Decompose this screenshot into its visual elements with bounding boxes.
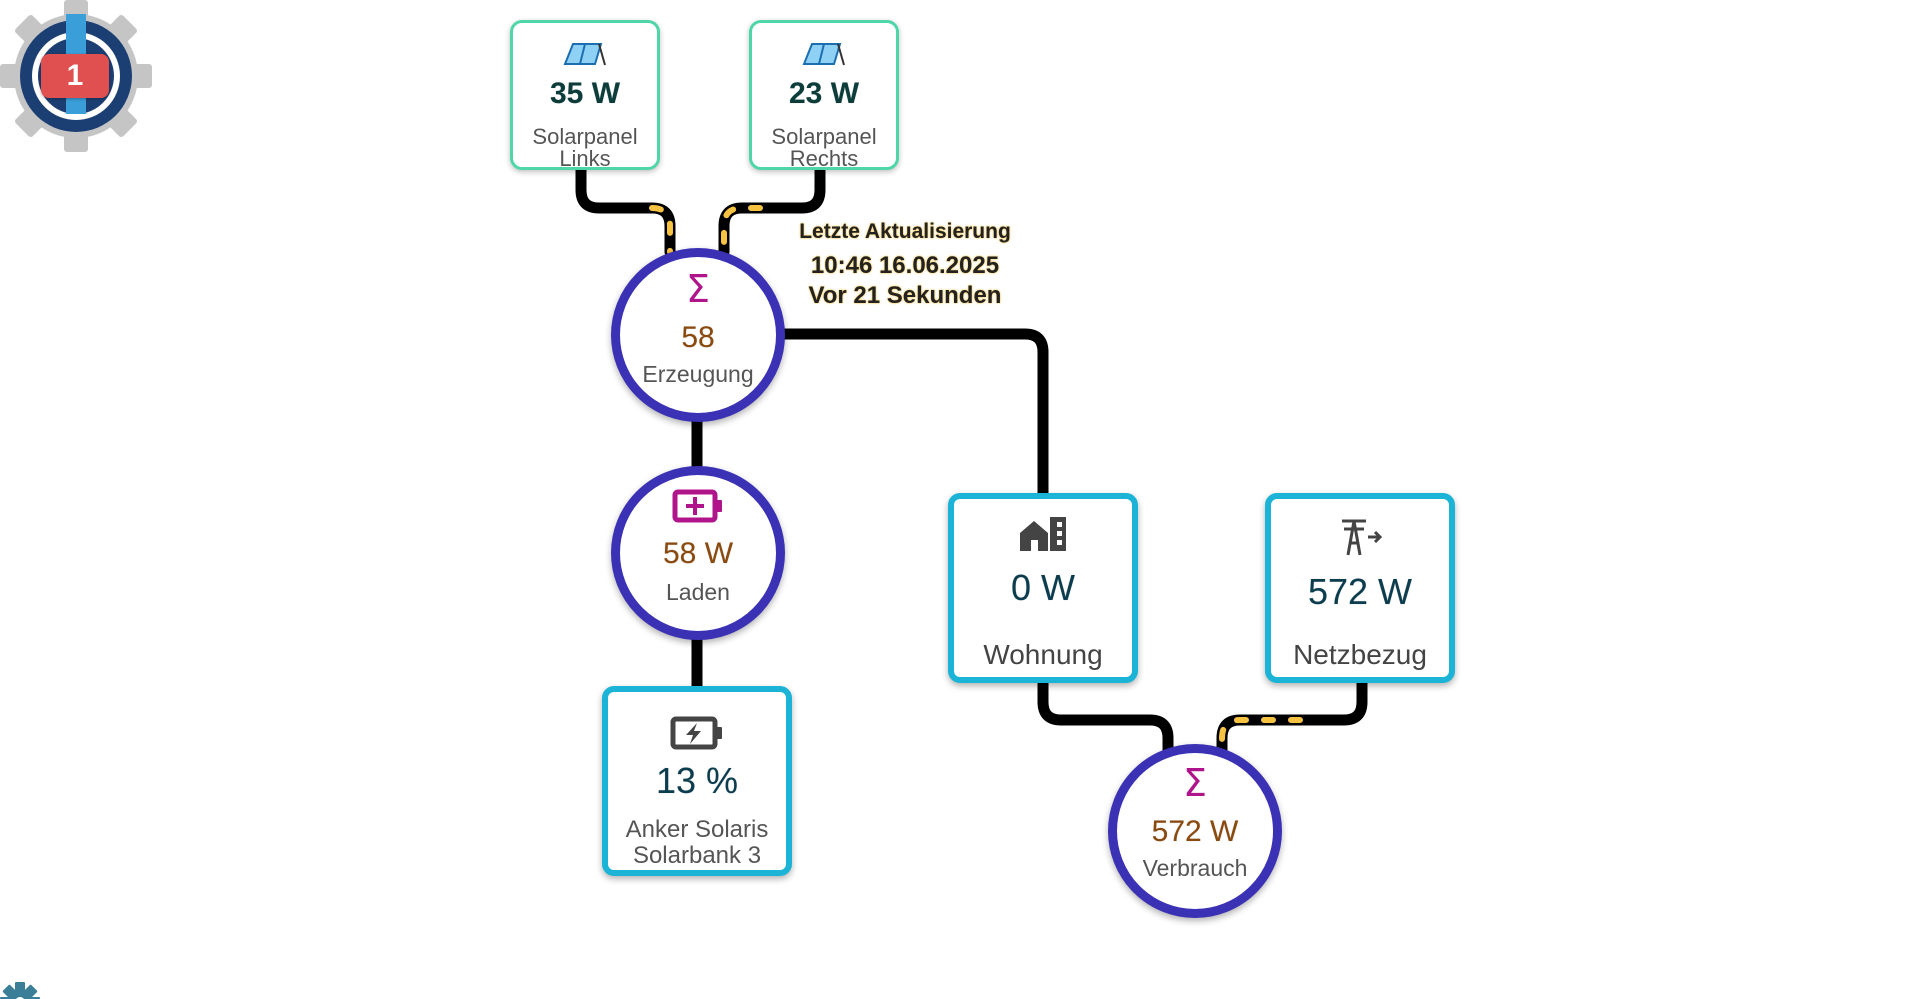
home-label: Wohnung <box>983 639 1103 670</box>
flow-solar-left-to-generation-animation <box>649 205 673 255</box>
battery-label-line1: Anker Solaris <box>625 816 769 843</box>
flow-grid-to-consumption <box>1216 674 1368 758</box>
flow-generation-to-home <box>774 328 1049 504</box>
battery-label-line2: Solarbank 3 <box>632 842 762 869</box>
battery-plus-icon <box>672 489 722 523</box>
charging-node[interactable]: 58 W Laden <box>611 466 785 640</box>
battery-charging-icon <box>670 716 722 750</box>
charging-value: 58 W <box>662 537 734 570</box>
notification-badge: 1 <box>41 54 109 98</box>
last-update-ago: Vor 21 Sekunden <box>808 282 1002 309</box>
solar-panel-left-node[interactable]: 35 W Solarpanel Links <box>510 20 660 171</box>
consumption-value: 572 W <box>1151 815 1239 848</box>
flow-solar-left-to-generation <box>575 162 676 258</box>
consumption-node[interactable]: Σ 572 W Verbrauch <box>1108 744 1282 918</box>
flow-solar-right-to-generation <box>718 162 826 258</box>
home-city-icon <box>1020 517 1066 551</box>
flow-home-to-consumption <box>1037 674 1174 758</box>
flow-grid-to-consumption-animation <box>1219 717 1303 755</box>
generation-node[interactable]: Σ 58 Erzeugung <box>611 248 785 422</box>
home-value: 0 W <box>1010 567 1075 608</box>
sigma-icon: Σ <box>1182 761 1208 805</box>
status-widget[interactable]: 1 <box>0 0 152 152</box>
badge-count: 1 <box>66 59 84 92</box>
grid-label: Netzbezug <box>1293 639 1427 670</box>
home-node[interactable]: 0 W Wohnung <box>948 493 1138 683</box>
flow-solar-right-to-generation-animation <box>721 205 763 255</box>
solar-panel-right-value: 23 W <box>788 77 860 110</box>
settings-gear-icon[interactable] <box>0 982 40 999</box>
solar-panel-icon <box>563 43 606 66</box>
last-update-info: Letzte Aktualisierung 10:46 16.06.2025 V… <box>780 220 1030 312</box>
solar-panel-left-label-line1: Solarpanel <box>532 124 638 149</box>
last-update-title: Letzte Aktualisierung <box>799 220 1011 243</box>
solar-panel-right-label-line2: Rechts <box>789 146 859 171</box>
grid-node[interactable]: 572 W Netzbezug <box>1265 493 1455 683</box>
charging-label: Laden <box>666 579 730 605</box>
solar-panel-right-label-line1: Solarpanel <box>771 124 877 149</box>
battery-node[interactable]: 13 % Anker Solaris Solarbank 3 <box>602 686 792 876</box>
generation-label: Erzeugung <box>642 361 754 387</box>
grid-value: 572 W <box>1307 571 1413 612</box>
generation-value: 58 <box>681 321 715 354</box>
consumption-label: Verbrauch <box>1142 855 1248 881</box>
solar-panel-icon <box>802 43 845 66</box>
sigma-icon: Σ <box>685 267 711 311</box>
transmission-tower-import-icon <box>1342 519 1383 556</box>
solar-panel-left-value: 35 W <box>549 77 621 110</box>
solar-panel-left-label-line2: Links <box>559 146 611 171</box>
battery-value: 13 % <box>655 760 739 801</box>
last-update-datetime: 10:46 16.06.2025 <box>810 252 1000 279</box>
solar-panel-right-node[interactable]: 23 W Solarpanel Rechts <box>749 20 899 171</box>
